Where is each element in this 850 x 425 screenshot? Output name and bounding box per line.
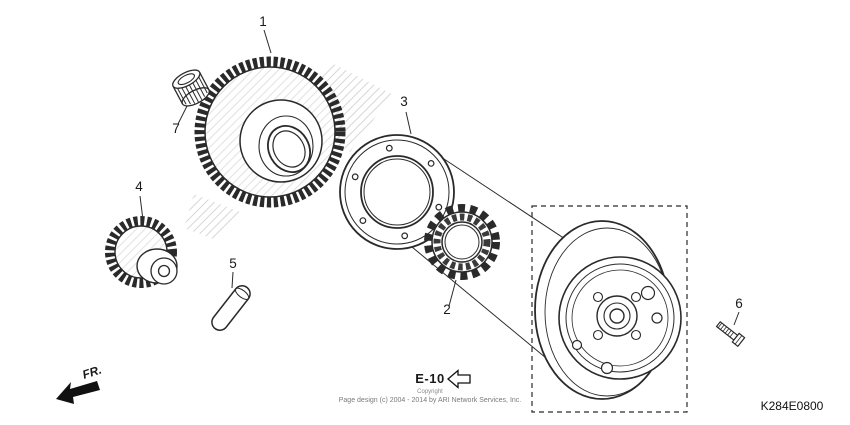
callout-1[interactable]: 1	[259, 14, 267, 29]
part-2-one-way-clutch	[424, 204, 500, 280]
callout-6[interactable]: 6	[735, 296, 743, 311]
part-3-clutch-outer	[339, 134, 455, 250]
part-6-flange-bolt	[715, 320, 746, 348]
callout-4[interactable]: 4	[135, 179, 143, 194]
leader-line-7	[177, 105, 188, 125]
idle-gear-teeth	[105, 216, 177, 288]
e10-ref-arrow[interactable]	[446, 369, 471, 389]
gear-teeth	[194, 56, 346, 208]
flywheel-bolt-holes	[592, 291, 642, 341]
part-1-driven-gear	[194, 56, 346, 208]
leader-line-4	[139, 195, 144, 221]
gear-center-hole	[267, 125, 311, 173]
leader-lines	[139, 29, 740, 326]
fr-label: FR.	[81, 363, 104, 382]
callout-3[interactable]: 3	[400, 94, 408, 109]
flywheel-face-holes	[571, 285, 663, 375]
callout-2[interactable]: 2	[443, 302, 451, 317]
bearing-rollers	[176, 75, 208, 105]
idle-gear-bore	[157, 264, 171, 278]
bolt-threads	[717, 322, 734, 338]
gear-hub-lip	[258, 115, 314, 177]
callout-5[interactable]: 5	[229, 256, 237, 271]
rivet-holes	[351, 144, 443, 240]
fr-direction-arrow	[56, 381, 100, 404]
leader-line-6	[733, 311, 740, 326]
leader-line-2	[448, 279, 457, 307]
watermark-hatch-lower	[184, 194, 240, 240]
part-5-idle-shaft-pin	[211, 285, 251, 331]
callout-7[interactable]: 7	[172, 121, 180, 136]
leader-line-3	[405, 111, 412, 135]
footer-copyright-line1: Copyright	[417, 389, 443, 395]
part-4-idle-gear	[105, 216, 178, 288]
footer-copyright-line2: Page design (c) 2004 - 2014 by ARI Netwo…	[339, 397, 522, 404]
diagram-code: K284E0800	[761, 399, 824, 413]
part-7-needle-bearing	[172, 69, 210, 107]
flywheel	[534, 220, 682, 400]
e10-ref-label[interactable]: E-10	[415, 371, 444, 386]
leader-line-1	[263, 29, 272, 54]
flywheel-hub	[596, 295, 638, 337]
leader-line-5	[231, 271, 234, 289]
